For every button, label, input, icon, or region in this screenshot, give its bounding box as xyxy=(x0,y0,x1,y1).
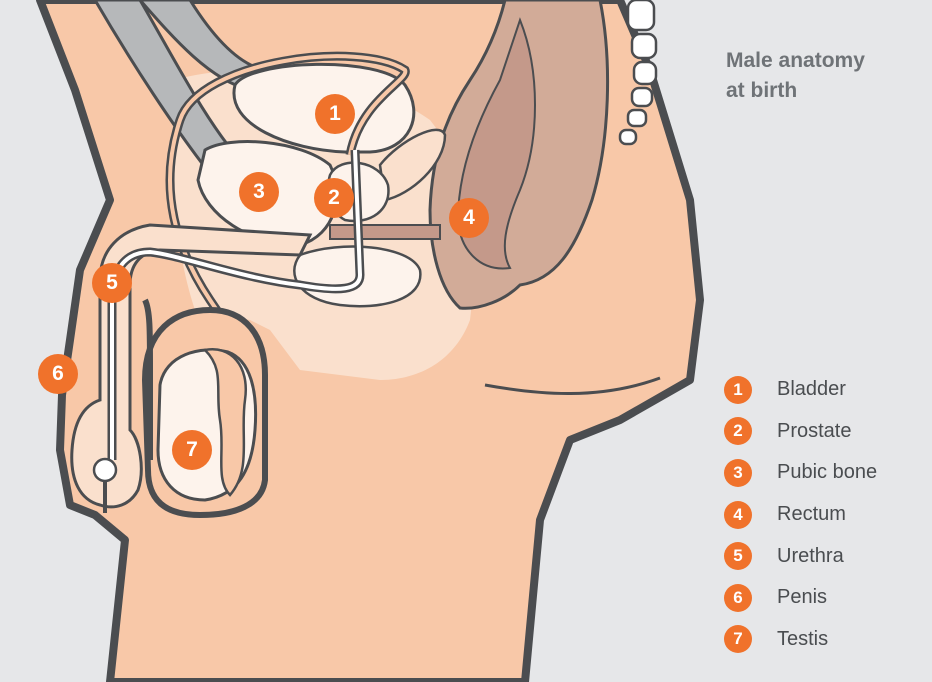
legend-number-badge: 7 xyxy=(724,625,752,653)
legend-label: Rectum xyxy=(777,503,846,526)
legend-label: Penis xyxy=(777,586,827,609)
legend-item-bladder: 1 Bladder xyxy=(724,369,877,411)
legend-item-testis: 7 Testis xyxy=(724,619,877,661)
perineal-band xyxy=(330,225,440,239)
marker-rectum: 4 xyxy=(449,198,489,238)
legend-number-badge: 6 xyxy=(724,584,752,612)
marker-prostate: 2 xyxy=(314,178,354,218)
legend-label: Bladder xyxy=(777,378,846,401)
diagram-title: Male anatomy at birth xyxy=(726,46,916,106)
marker-urethra: 5 xyxy=(92,263,132,303)
legend-number-badge: 1 xyxy=(724,376,752,404)
marker-pubic-bone: 3 xyxy=(239,172,279,212)
legend-label: Prostate xyxy=(777,420,851,443)
legend-item-rectum: 4 Rectum xyxy=(724,494,877,536)
marker-bladder: 1 xyxy=(315,94,355,134)
legend-item-penis: 6 Penis xyxy=(724,577,877,619)
legend-number-badge: 2 xyxy=(724,417,752,445)
legend-number-badge: 4 xyxy=(724,501,752,529)
legend-item-prostate: 2 Prostate xyxy=(724,411,877,453)
marker-testis: 7 xyxy=(172,430,212,470)
title-line-2: at birth xyxy=(726,76,916,106)
legend: 1 Bladder 2 Prostate 3 Pubic bone 4 Rect… xyxy=(724,369,877,660)
legend-number-badge: 3 xyxy=(724,459,752,487)
marker-penis: 6 xyxy=(38,354,78,394)
legend-item-urethra: 5 Urethra xyxy=(724,535,877,577)
urethra-opening xyxy=(94,459,116,481)
legend-label: Testis xyxy=(777,628,828,651)
legend-label: Urethra xyxy=(777,545,844,568)
legend-number-badge: 5 xyxy=(724,542,752,570)
legend-label: Pubic bone xyxy=(777,461,877,484)
title-line-1: Male anatomy xyxy=(726,46,916,76)
legend-item-pubic-bone: 3 Pubic bone xyxy=(724,452,877,494)
